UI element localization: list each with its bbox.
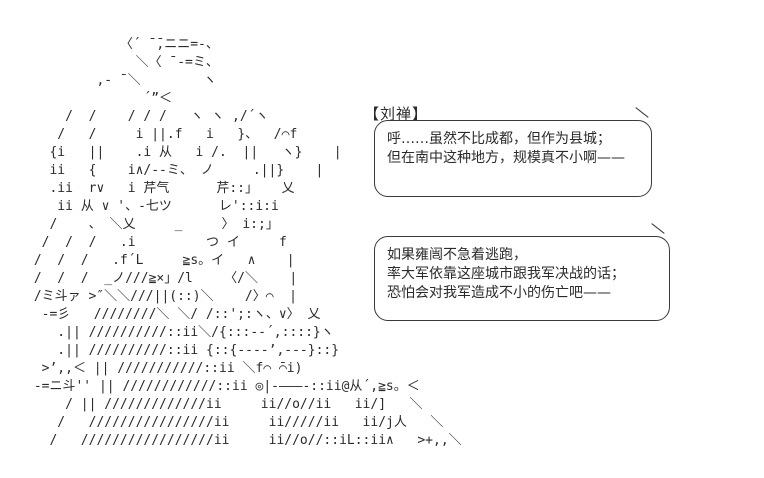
art-line: .|| //////////::ii＼/{:::‐‐´,::::}ヽ [26, 325, 334, 340]
art-line: ´”＜ [26, 91, 173, 106]
art-line: / || /////////////ii ii//o//ii ii/] ＼ [26, 397, 423, 412]
art-line: 〈´ ̄ ̄,ニニ=‐、 [26, 37, 219, 52]
art-line: ii { i∧/‐-ミ、 ノ .||} | [26, 163, 324, 178]
art-line: / / / _ノ///≧×」/l 〈/＼ | [26, 271, 298, 286]
bubble-tail-stroke [635, 107, 649, 118]
art-line: -=ニ斗'' || ////////////::ii ◎|‐———‐::ii@从… [26, 379, 420, 394]
art-line: / / / .f´L ≧s。イ ∧ | [26, 253, 295, 268]
art-line: >’,,＜ || ///////////::ii ＼f⌒ ̄⌒i) [26, 361, 303, 376]
bubble-tail-stroke [651, 223, 665, 234]
art-line: / / / .i つ イ f [26, 235, 287, 250]
speech-bubble-1: 呼……虽然不比成都，但作为县城； 但在南中这种地方，规模真不小啊—— [374, 120, 652, 197]
dialogue-line: 率大军依靠这座城市跟我军决战的话； [387, 266, 625, 282]
dialogue-line: 如果雍闿不急着逃跑， [387, 247, 527, 263]
art-line: {i || .i 从 i /. || ヽ} | [26, 145, 342, 160]
dialogue-line: 恐怕会对我军造成不小的伤亡吧—— [387, 285, 611, 301]
art-line: ii 从 ∨ '、‐七ツ レ'::i:i [26, 199, 279, 214]
art-line: / / / / / ヽ ヽ ,/´ヽ [26, 109, 269, 124]
art-line: ＼〈 ̄ ‐=ミ、 [26, 55, 219, 70]
speech-bubble-2: 如果雍闿不急着逃跑， 率大军依靠这座城市跟我军决战的话； 恐怕会对我军造成不小的… [374, 236, 670, 321]
art-line: / /////////////////ii ii//o//::iL::ii∧ >… [26, 433, 462, 448]
art-line: / 、 ＼乂 _ 〉 i:;」 [26, 217, 279, 232]
art-line: /ミ斗ァ >″＼＼///||(::)＼ /〉⌒ | [26, 289, 298, 304]
art-line: .|| //////////::ii {::{‐‐‐‐’,‐‐‐}::} [26, 343, 340, 358]
dialogue-line: 呼……虽然不比成都，但作为县城； [387, 131, 611, 147]
ascii-art-character: 〈´ ̄ ̄,ニニ=‐、 ＼〈 ̄ ‐=ミ、 ,‐ ̄ ＼ ヽ ´”＜ / / … [26, 36, 462, 450]
art-line: .ii r∨ i 芹气 芹::」 乂 [26, 181, 295, 196]
art-line: ,‐ ̄ ＼ ヽ [26, 73, 217, 88]
dialogue-line: 但在南中这种地方，规模真不小啊—— [387, 150, 625, 166]
art-line: / / i ||.f i }、 /⌒f [26, 127, 298, 142]
art-line: -=彡 ////////＼ ＼/ /::';:ヽ、∨〉 乂 [26, 307, 321, 322]
character-name-label: 【刘禅】 [364, 105, 429, 123]
art-line: / ////////////////ii ii/////ii ii/j人 ＼ [26, 415, 444, 430]
